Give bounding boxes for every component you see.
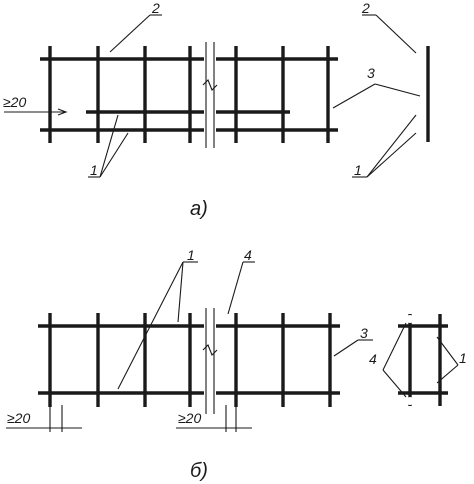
- figure-b-elevation: [38, 308, 340, 414]
- a-leader-2-section: [375, 14, 417, 54]
- a-section-bar-top: [415, 54, 425, 64]
- a-section-bar-middle: [415, 107, 425, 117]
- b-dimension-label-middle: ≥20: [178, 410, 201, 426]
- a-leader-3: [374, 83, 421, 97]
- b-leader-1-section: [436, 364, 459, 384]
- a-label-3: 3: [367, 65, 375, 81]
- b-leader-4-section: [382, 322, 407, 371]
- b-label-3: 3: [360, 325, 368, 341]
- a-leader-3: [332, 83, 376, 109]
- a-dimension-label: ≥20: [3, 94, 26, 110]
- figure-b-annotations: 1 4 3 4 1 ≥20 ≥20 б): [6, 247, 467, 482]
- b-spacer: [57, 396, 67, 406]
- a-break-gap: [204, 44, 216, 146]
- figure-a-elevation: [40, 42, 338, 148]
- b-leader-4-section: [382, 369, 407, 398]
- b-section-rod: [429, 329, 437, 337]
- a-label-1: 1: [90, 162, 98, 178]
- a-leader-1: [99, 114, 119, 178]
- b-label-4-section: 4: [369, 351, 377, 367]
- b-spacer: [149, 396, 159, 406]
- b-label-1: 1: [187, 247, 195, 263]
- figure-a-caption: а): [190, 198, 208, 220]
- b-leader-1: [117, 261, 184, 390]
- a-label-2: 2: [151, 0, 160, 16]
- figure-b-caption: б): [190, 460, 208, 482]
- a-break-zigzag: [202, 79, 218, 91]
- b-spacer: [57, 314, 67, 324]
- a-label-2-section: 2: [361, 0, 370, 16]
- b-spacer: [221, 396, 231, 406]
- a-dimension-arrow: [57, 108, 68, 116]
- b-leader-1-section: [436, 336, 459, 366]
- a-leader-2: [109, 14, 151, 53]
- a-section-bar-bottom: [415, 125, 425, 135]
- b-break-gap: [204, 311, 216, 411]
- b-dimension-label-left: ≥20: [7, 410, 30, 426]
- b-section-spacer: [406, 315, 414, 323]
- b-label-1-section: 1: [459, 350, 467, 366]
- a-leader-1-section: [366, 132, 417, 178]
- b-spacer: [317, 396, 327, 406]
- b-label-4: 4: [244, 247, 252, 263]
- figure-a-section: [415, 46, 430, 142]
- b-spacer: [317, 314, 327, 324]
- a-leader-1-section: [366, 114, 417, 178]
- b-leader-4: [227, 261, 244, 315]
- b-section-spacer: [406, 397, 414, 405]
- a-leader-1: [99, 132, 129, 178]
- b-spacer: [221, 314, 231, 324]
- figure-b-section: [398, 314, 448, 406]
- figure-a-annotations: 2 2 3 1 1 ≥20 а): [3, 0, 421, 220]
- b-leader-3: [333, 339, 359, 357]
- b-leader-1: [177, 261, 184, 323]
- a-label-1-section: 1: [354, 162, 362, 178]
- b-break-zigzag: [202, 344, 218, 356]
- b-section-rod: [429, 382, 437, 390]
